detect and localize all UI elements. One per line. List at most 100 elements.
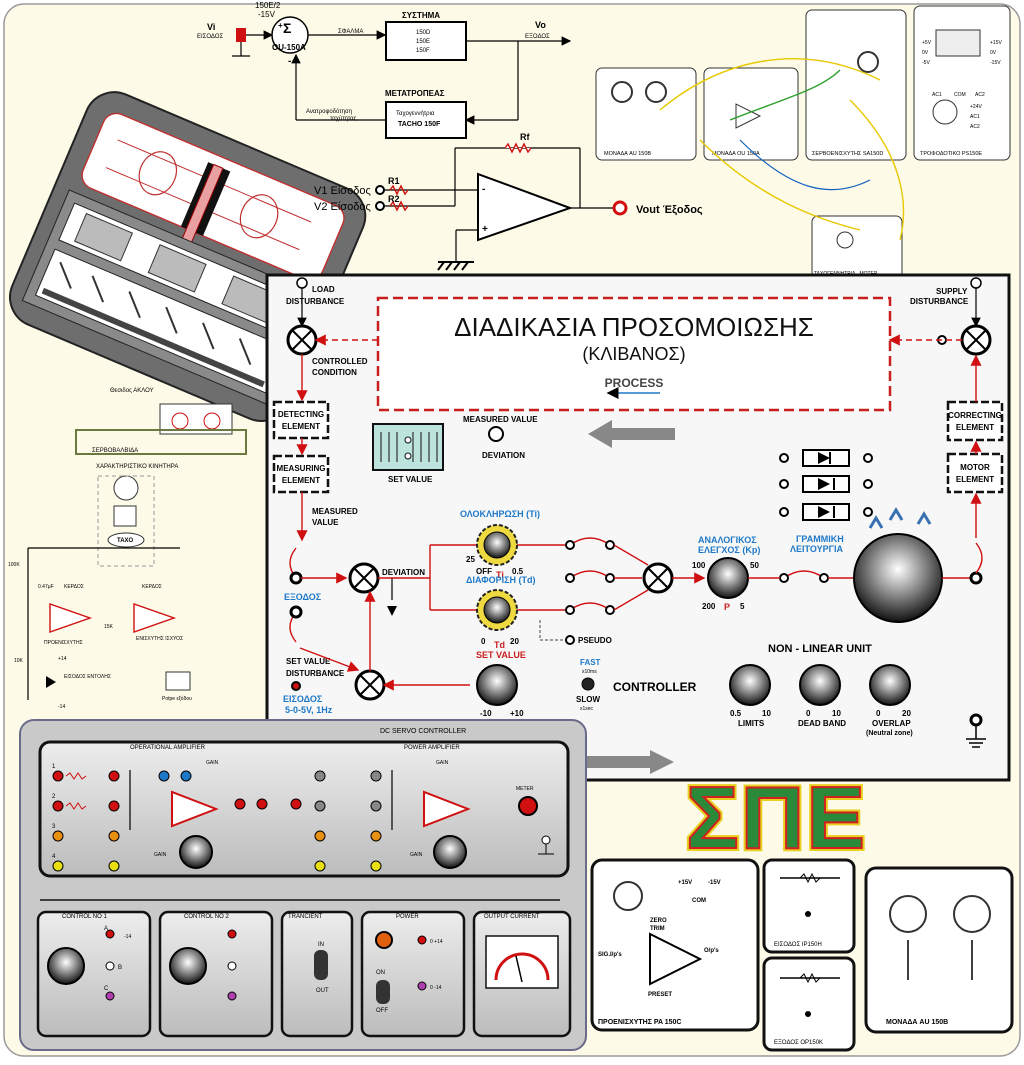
servo-schematic-input-cmd: ΕΙΣΟΔΟΣ ΕΝΤΟΛΗΣ: [64, 674, 111, 680]
process-panel-limits-scale-0: 0.5: [730, 709, 742, 718]
power-amp-inputs: [314, 770, 393, 872]
power-amp-symbol: [423, 790, 471, 828]
set-value-label: SET VALUE: [388, 475, 433, 484]
deadband-knob[interactable]: [799, 664, 841, 706]
correcting-element-box: [946, 400, 1004, 442]
speed-switch[interactable]: [581, 677, 595, 691]
dc-panel-control1: CONTROL NO 1: [62, 914, 107, 920]
process-panel-eisodos: ΕΙΣΟΔΟΣ: [283, 694, 323, 704]
process-panel-measured-value-1: VALUE: [312, 518, 339, 527]
derivative-label: ΔΙΑΦΟΡΙΣΗ (Td): [466, 575, 536, 585]
dc-panel-op-amp: OPERATIONAL AMPLIFIER: [130, 745, 206, 751]
servo-schematic-minus14: -14: [58, 704, 65, 710]
process-panel-proportional-0: ΑΝΑΛΟΓΙΚΟΣ: [698, 535, 757, 545]
summer-name: OU-150A: [272, 43, 306, 52]
top-block-feedback-label: Ανατροφοδότηση: [306, 108, 352, 115]
process-panel-fast: FAST: [580, 658, 601, 667]
module-pa150c-box: [590, 858, 760, 1032]
opamp-circuit-r2: R2: [388, 194, 400, 204]
modules-top-ps-labels-6: AC1: [932, 92, 942, 98]
process-panel-prop-scale-1: 50: [750, 561, 759, 570]
process-panel-proportional-1: ΕΛΕΓΧΟΣ (Kp): [698, 545, 760, 555]
process-panel-set-value-knob: SET VALUE: [476, 650, 526, 660]
process-panel-derivative-scale-0: 0: [481, 637, 486, 646]
top-block-system-lines-2: 150F: [416, 48, 430, 54]
process-panel-prop-scale-2: 200: [702, 602, 716, 611]
process-title: ΔΙΑΔΙΚΑΣΙΑ ΠΡΟΣΟΜΟΙΩΣΗΣ: [454, 312, 814, 342]
measuring-element-box: [272, 454, 330, 494]
bottom-modules-op150k: ΕΞΟΔΟΣ OP150K: [774, 1040, 823, 1046]
svg-text:-: -: [482, 184, 485, 195]
module-ou150a: ΜΟΝΑΔΑ OU 150A: [712, 151, 760, 157]
module-sa150d: ΣΕΡΒΟΕΝΙΣΧΥΤΗΣ SA150D: [812, 151, 883, 157]
control1-box: [36, 910, 152, 1038]
process-panel-overlap-sub: (Neutral zone): [866, 730, 913, 737]
op-amp-gain-knob[interactable]: [179, 835, 213, 869]
servo-schematic-power-amp: ΕΝΙΣΧΥΤΗΣ ΙΣΧΥΟΣ: [136, 636, 183, 642]
diode-symbols: [779, 449, 873, 521]
limits-knob[interactable]: [729, 664, 771, 706]
process-panel: ΔΙΑΔΙΚΑΣΙΑ ΠΡΟΣΟΜΟΙΩΣΗΣ (ΚΛΙΒΑΝΟΣ) PROCE…: [265, 273, 1011, 782]
op-amp-inputs: 1 2 3 4: [52, 764, 131, 872]
overlap-knob[interactable]: [869, 664, 911, 706]
servo-schematic-gain2: ΚΕΡΔΟΣ: [142, 584, 162, 590]
process-panel-integral-scale-0: 25: [466, 555, 475, 564]
module-au150b: ΜΟΝΑΔΑ AU 150B: [604, 151, 651, 157]
dc-panel-nums-0: 1: [52, 764, 56, 770]
pa150c-label: ΠΡΟΕΝΙΣΧΥΤΗΣ PA 150C: [598, 1019, 681, 1026]
process-panel-controlled-condition-0: CONTROLLED: [312, 357, 368, 366]
power-amp-gain-knob[interactable]: [433, 835, 467, 869]
process-panel-load-disturbance-1: DISTURBANCE: [286, 297, 345, 306]
control2-knob[interactable]: [169, 947, 207, 985]
process-panel-slow-sub: x1sec: [580, 706, 594, 712]
vout-terminal: [612, 200, 628, 216]
process-panel-measuring-element-0: MEASURING: [277, 464, 326, 473]
measured-value-meter: [488, 426, 504, 442]
process-panel-supply-disturbance-0: SUPPLY: [936, 287, 968, 296]
process-panel-overlap-scale-0: 0: [876, 709, 881, 718]
dc-panel-off: OFF: [376, 1008, 388, 1014]
dc-panel-gain: GAIN: [206, 760, 219, 766]
servo-schematic-header: Θεσιδος ΑΚΛΟΥ: [110, 388, 154, 394]
logo-letters: ΣΠΕ: [686, 768, 867, 867]
bottom-modules-preset: PRESET: [648, 992, 672, 998]
dc-panel-control2: CONTROL NO 2: [184, 914, 229, 920]
proportional-knob[interactable]: [707, 557, 749, 599]
servo-schematic-r15k: 15K: [104, 624, 114, 630]
bottom-modules-op-s: O/p's: [704, 948, 719, 954]
bottom-modules-zero: ZERO: [650, 918, 667, 924]
process-panel-limits-scale-1: 10: [762, 709, 771, 718]
control1-knob[interactable]: [47, 947, 85, 985]
set-value-box: [372, 423, 444, 471]
svg-text:+: +: [482, 224, 488, 235]
power-switch[interactable]: [376, 980, 390, 1004]
spe-logo: ΣΠΕ ΣΠΕ: [683, 765, 868, 870]
set-value-knob[interactable]: [476, 664, 518, 706]
modules-top-ps-labels-4: 0V: [922, 50, 929, 56]
top-block-converter-lines-1: TACHO 150F: [398, 121, 441, 128]
modules-top-ps-labels-3: +5V: [922, 40, 932, 46]
process-panel-motor-element-0: MOTOR: [960, 463, 990, 472]
vout-label: Vout Έξοδος: [636, 204, 703, 216]
process-panel-linear-0: ΓΡΑΜΜΙΚΗ: [796, 534, 844, 544]
modules-top-ps-labels-1: 0V: [990, 50, 997, 56]
au150b-label: ΜΟΝΑΔΑ AU 150B: [886, 1019, 948, 1026]
dc-panel-meter: METER: [516, 786, 534, 792]
bottom-modules-ip150h: ΕΙΣΟΔΟΣ IP150H: [774, 942, 822, 948]
process-panel-deviation: DEVIATION: [382, 568, 425, 577]
rf-label: Rf: [520, 132, 530, 142]
dc-panel-c: C: [104, 986, 109, 992]
process-panel-set-value-disturbance-0: SET VALUE: [286, 657, 331, 666]
dc-panel-in: IN: [318, 942, 324, 948]
modules-top-ps-labels-7: COM: [954, 92, 966, 98]
transient-switch[interactable]: [314, 950, 328, 980]
process-panel-correcting-element-0: CORRECTING: [948, 411, 1002, 420]
bottom-modules: +15V -15V COM ZERO TRIM PRESET O/p's SIG…: [590, 858, 1014, 1052]
process-panel-deviation-top: DEVIATION: [482, 451, 525, 460]
module-au150b-box: [864, 866, 1014, 1034]
dc-panel-a: A: [104, 926, 108, 932]
nonlinear-title: NON - LINEAR UNIT: [768, 643, 872, 655]
dc-panel-gain: GAIN: [436, 760, 449, 766]
output-caption: ΕΞΟΔΟΣ: [525, 34, 550, 40]
motor-element-box: [946, 452, 1004, 494]
